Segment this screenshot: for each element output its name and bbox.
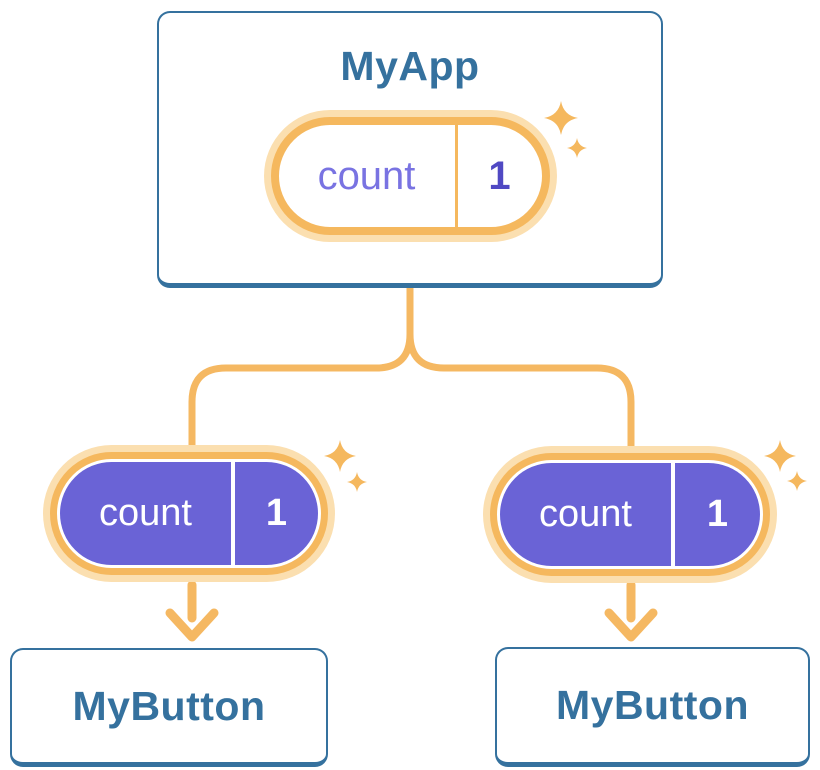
component-card-myapp: MyApp count 1 <box>157 11 663 288</box>
component-title: MyApp <box>340 43 480 89</box>
state-name-label: count <box>99 492 192 534</box>
state-pill-ring: count 1 <box>50 452 328 575</box>
sparkle-icon <box>347 472 367 492</box>
pill-divider <box>671 463 675 566</box>
connector-right-branch <box>406 279 635 592</box>
state-value-label: 1 <box>706 493 729 535</box>
state-value-label: 1 <box>265 492 288 534</box>
state-name-label: count <box>317 153 416 198</box>
state-pill-left: count 1 <box>43 445 335 582</box>
sparkle-icon <box>544 101 578 135</box>
sparkle-icon <box>324 440 356 472</box>
state-pill-ring: count 1 <box>270 117 550 235</box>
sparkle-icon <box>787 471 807 491</box>
state-pill-fill: count 1 <box>500 463 760 566</box>
pill-divider <box>231 462 235 565</box>
component-card-mybutton-left: MyButton <box>10 648 328 767</box>
state-pill-right: count 1 <box>483 446 777 583</box>
sparkle-icon <box>567 138 587 158</box>
state-pill-fill: count 1 <box>60 462 318 565</box>
sparkle-icon <box>764 440 796 472</box>
arrow-down-left-icon <box>165 580 219 642</box>
component-title: MyButton <box>555 682 749 728</box>
pill-divider <box>454 125 458 227</box>
state-value-label: 1 <box>488 153 511 198</box>
state-name-label: count <box>539 493 632 535</box>
component-card-mybutton-right: MyButton <box>495 647 810 767</box>
arrow-down-right-icon <box>604 580 658 642</box>
state-pill-ring: count 1 <box>490 453 770 576</box>
component-title: MyButton <box>72 682 266 729</box>
state-pill-root: count 1 <box>263 110 557 242</box>
